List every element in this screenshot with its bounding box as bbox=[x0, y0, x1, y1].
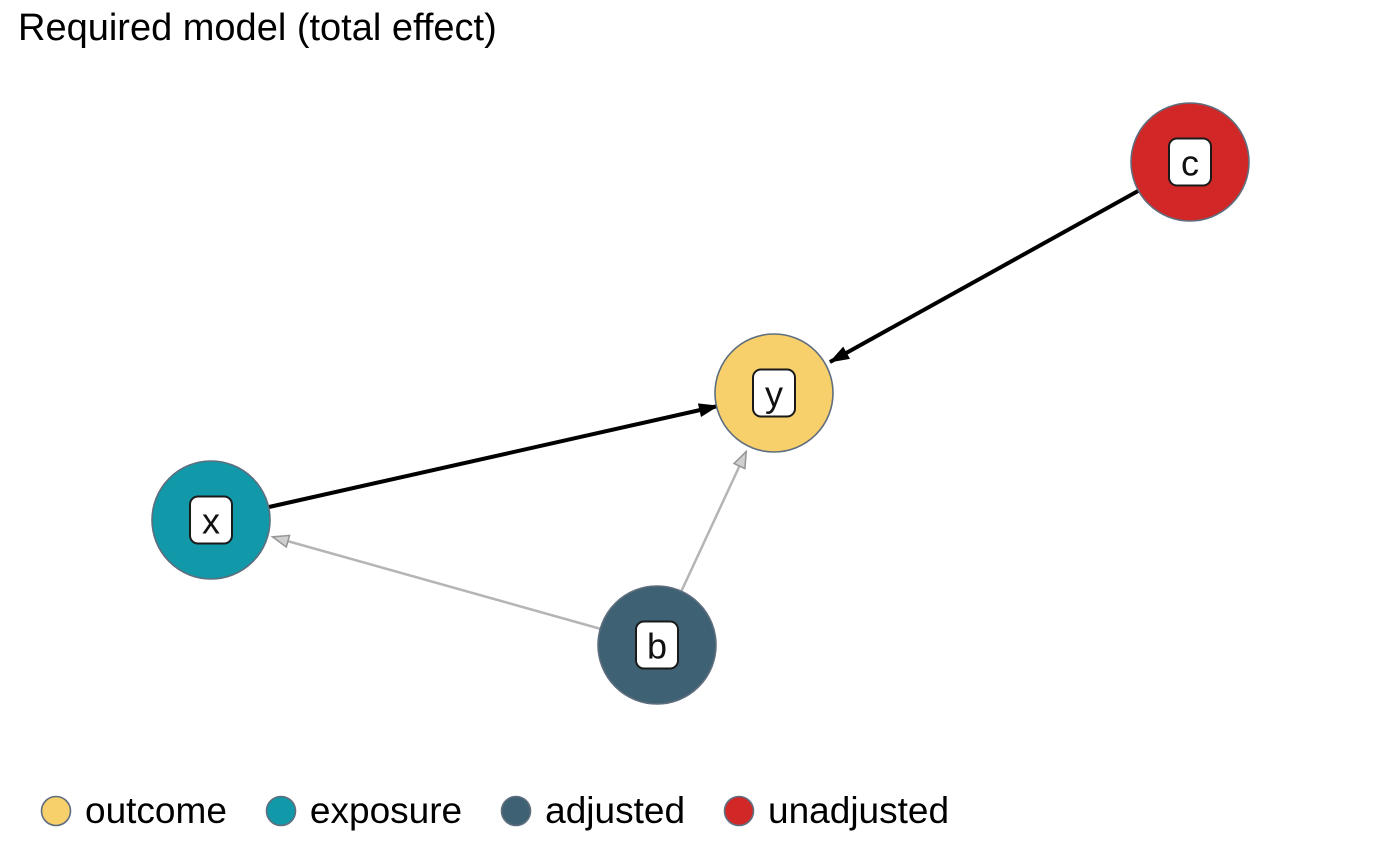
legend-item-adjusted: adjusted bbox=[500, 790, 686, 832]
plot-title: Required model (total effect) bbox=[18, 7, 497, 49]
node-c-label-box bbox=[1168, 137, 1212, 187]
legend-label-unadjusted: unadjusted bbox=[768, 790, 950, 831]
edge-b-to-y bbox=[679, 449, 748, 593]
unadjusted-swatch-icon bbox=[723, 796, 755, 827]
node-y-label: y bbox=[765, 374, 783, 415]
node-b: b bbox=[597, 585, 717, 705]
node-y: y bbox=[714, 333, 834, 453]
node-x-label: x bbox=[202, 501, 220, 542]
node-b-label-box bbox=[635, 620, 679, 670]
edge-b-to-x bbox=[270, 534, 602, 631]
node-x-label-box bbox=[189, 495, 233, 545]
edge-x-to-y bbox=[268, 403, 719, 509]
legend-label-exposure: exposure bbox=[309, 790, 463, 831]
edge-layer bbox=[268, 189, 1139, 631]
legend-item-unadjusted: unadjusted bbox=[723, 790, 950, 832]
node-c-label: c bbox=[1181, 143, 1199, 184]
exposure-swatch-icon bbox=[265, 796, 297, 827]
legend-label-outcome: outcome bbox=[85, 790, 227, 831]
node-x: x bbox=[151, 460, 271, 580]
legend: outcome exposure adjusted unadjusted bbox=[40, 790, 950, 832]
node-b-label: b bbox=[647, 626, 667, 667]
node-c: c bbox=[1130, 102, 1250, 222]
legend-item-exposure: exposure bbox=[265, 790, 463, 832]
legend-item-outcome: outcome bbox=[40, 790, 227, 832]
legend-label-adjusted: adjusted bbox=[545, 790, 686, 831]
node-y-label-box bbox=[752, 368, 796, 418]
outcome-swatch-icon bbox=[40, 796, 72, 827]
adjusted-swatch-icon bbox=[500, 796, 532, 827]
edge-c-to-y bbox=[829, 189, 1139, 364]
